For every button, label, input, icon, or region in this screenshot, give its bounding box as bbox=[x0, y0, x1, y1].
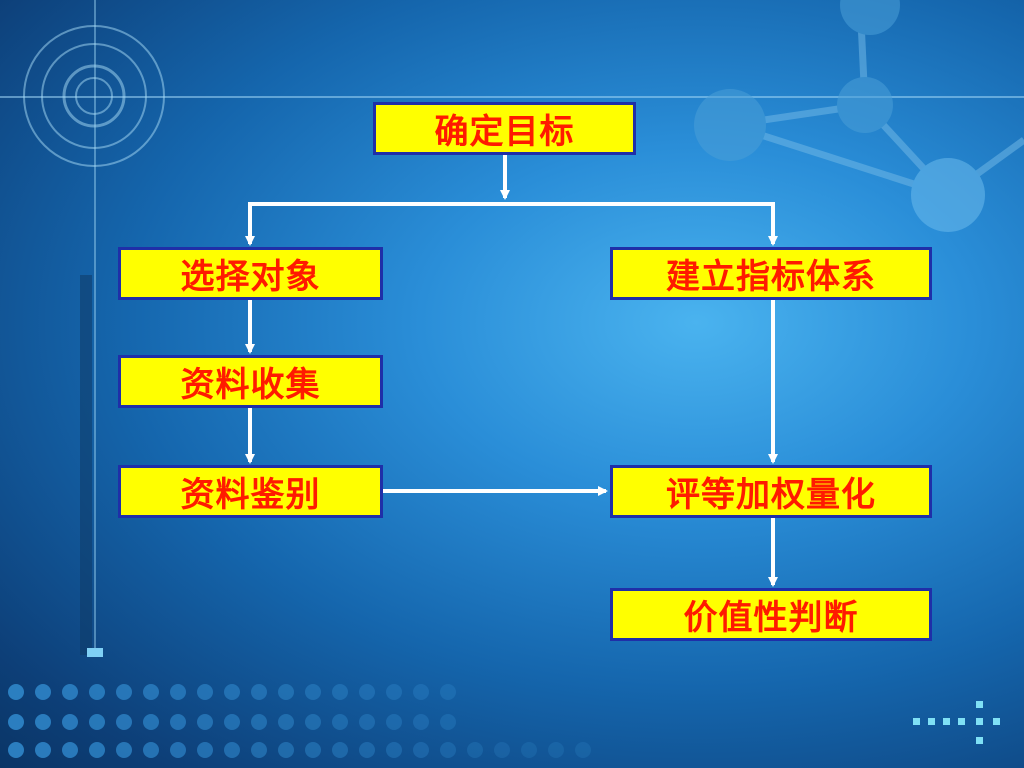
node-identify-data: 资料鉴别 bbox=[118, 465, 383, 518]
dot-pattern bbox=[8, 684, 591, 758]
dot-cross-icon bbox=[913, 701, 1000, 744]
molecule-icon bbox=[694, 0, 1024, 232]
node-collect-data: 资料收集 bbox=[118, 355, 383, 408]
arrow-branch-line bbox=[248, 202, 775, 244]
node-value-judgment: 价值性判断 bbox=[610, 588, 932, 641]
node-determine-goal: 确定目标 bbox=[373, 102, 636, 155]
node-weighted-quantification: 评等加权量化 bbox=[610, 465, 932, 518]
concentric-circles-icon bbox=[23, 25, 165, 167]
node-build-index-system: 建立指标体系 bbox=[610, 247, 932, 300]
node-select-object: 选择对象 bbox=[118, 247, 383, 300]
